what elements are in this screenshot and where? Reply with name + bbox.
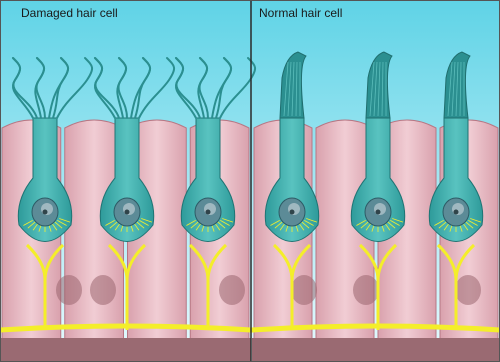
tissue-cavity bbox=[219, 275, 245, 305]
nucleolus-center bbox=[376, 210, 381, 215]
nucleolus-center bbox=[206, 210, 211, 215]
tissue-cavity bbox=[353, 275, 379, 305]
basilar-membrane bbox=[252, 338, 500, 362]
tissue-cavity bbox=[90, 275, 116, 305]
nucleolus-center bbox=[290, 210, 295, 215]
nucleolus-center bbox=[454, 210, 459, 215]
tissue-cavity bbox=[455, 275, 481, 305]
basilar-membrane bbox=[0, 338, 251, 362]
damaged-hair-cell-label: Damaged hair cell bbox=[21, 6, 118, 20]
tissue-cavity bbox=[56, 275, 82, 305]
nucleolus-center bbox=[125, 210, 130, 215]
nucleolus-center bbox=[43, 210, 48, 215]
tissue-cavity bbox=[291, 275, 317, 305]
normal-hair-cell-label: Normal hair cell bbox=[259, 6, 342, 20]
